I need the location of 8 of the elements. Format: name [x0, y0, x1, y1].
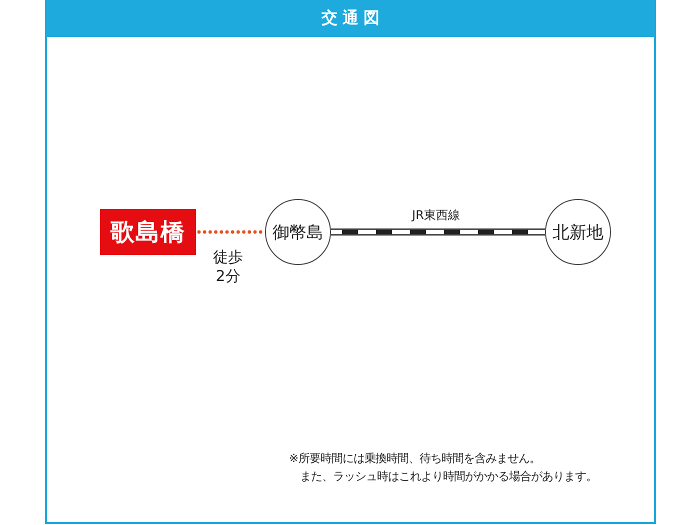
note-text: ※所要時間には乗換時間、待ち時間を含みません。 [289, 451, 541, 466]
note-text: また、ラッシュ時はこれより時間がかかる場合があります。 [300, 469, 597, 484]
station-box: 歌島橋 [100, 209, 196, 255]
edge-label: 徒歩2分 [212, 248, 244, 286]
dotted-line [197, 230, 265, 234]
title: 交通図 [320, 8, 384, 28]
edge-label: JR東西線 [410, 208, 461, 223]
railway-line [331, 228, 545, 236]
